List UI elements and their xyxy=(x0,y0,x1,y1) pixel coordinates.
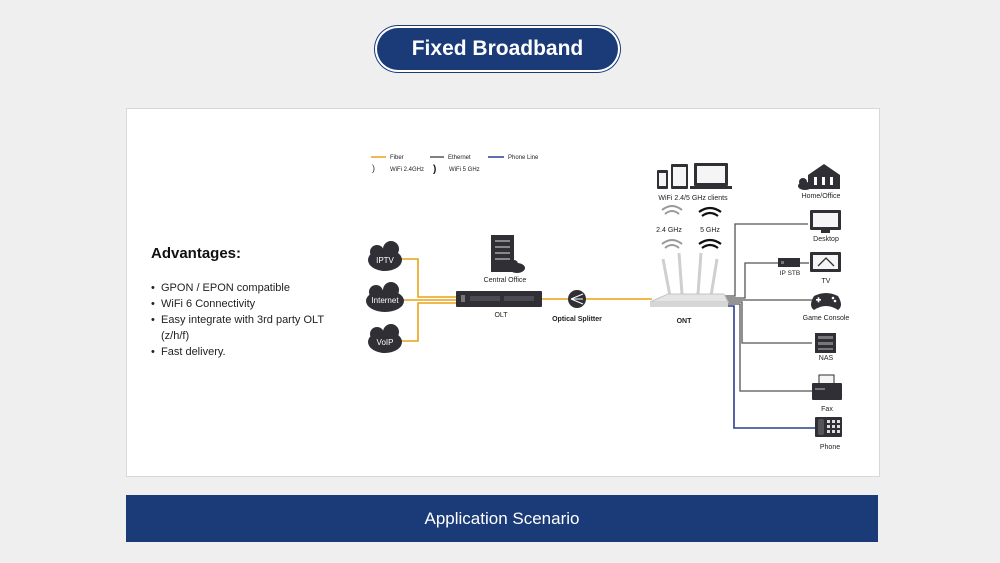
desktop-label: Desktop xyxy=(813,236,839,243)
central-office-icon xyxy=(491,235,525,273)
tv-label: TV xyxy=(822,278,831,285)
advantage-item: WiFi 6 Connectivity xyxy=(149,296,351,312)
legend-wifi-24: WiFi 2.4GHz xyxy=(390,167,424,173)
home-office-icon xyxy=(798,164,840,190)
wifi-5-icon xyxy=(698,206,722,249)
legend-wifi-5: WiFi 5 GHz xyxy=(449,167,480,173)
ont-router-icon xyxy=(649,252,729,307)
ip-stb-icon xyxy=(778,258,800,267)
wifi-clients-icon xyxy=(657,163,732,189)
fiber-links xyxy=(400,258,652,342)
fax-icon xyxy=(812,374,842,400)
advantage-item: GPON / EPON compatible xyxy=(149,280,351,296)
legend: Fiber Ethernet Phone Line ) WiFi 2.4GHz … xyxy=(371,155,539,175)
wifi-24-legend-icon: ) xyxy=(372,163,375,173)
band-24-label: 2.4 GHz xyxy=(656,227,682,234)
advantages-list: GPON / EPON compatible WiFi 6 Connectivi… xyxy=(149,280,351,360)
desktop-icon xyxy=(810,210,841,233)
voip-cloud-icon: VoIP xyxy=(368,324,402,353)
ethernet-links xyxy=(724,223,820,392)
iptv-cloud-icon: IPTV xyxy=(368,241,402,271)
olt-label: OLT xyxy=(494,312,508,319)
olt-icon xyxy=(456,291,542,307)
page-title: Fixed Broadband xyxy=(375,26,620,72)
legend-fiber: Fiber xyxy=(390,155,404,161)
advantage-item: Fast delivery. xyxy=(149,344,351,360)
phone-icon xyxy=(815,417,842,437)
band-5-label: 5 GHz xyxy=(700,227,720,234)
application-scenario-banner: Application Scenario xyxy=(126,495,878,542)
tv-icon xyxy=(810,252,841,272)
game-console-icon xyxy=(811,293,841,310)
optical-splitter-icon xyxy=(568,290,586,308)
fax-label: Fax xyxy=(821,406,833,413)
legend-ethernet: Ethernet xyxy=(448,155,471,161)
legend-phone-line: Phone Line xyxy=(508,155,539,161)
wifi-5-legend-icon: ) xyxy=(433,164,436,175)
iptv-label: IPTV xyxy=(376,256,394,265)
advantage-item: Easy integrate with 3rd party OLT (z/h/f… xyxy=(149,312,351,344)
ip-stb-label: IP STB xyxy=(780,270,800,277)
central-office-label: Central Office xyxy=(484,277,527,284)
nas-icon xyxy=(815,333,836,353)
wifi-clients-label: WiFi 2.4/5 GHz clients xyxy=(658,195,728,202)
home-office-label: Home/Office xyxy=(802,193,841,200)
optical-splitter-label: Optical Splitter xyxy=(552,316,602,323)
phone-label: Phone xyxy=(820,444,840,451)
voip-label: VoIP xyxy=(377,338,394,347)
ont-label: ONT xyxy=(677,318,693,325)
internet-label: Internet xyxy=(371,296,399,305)
game-console-label: Game Console xyxy=(803,315,850,322)
phone-line-link xyxy=(724,305,815,429)
internet-cloud-icon: Internet xyxy=(366,282,404,312)
advantages-title: Advantages: xyxy=(151,245,242,262)
wifi-24-icon xyxy=(661,205,683,249)
nas-label: NAS xyxy=(819,355,834,362)
